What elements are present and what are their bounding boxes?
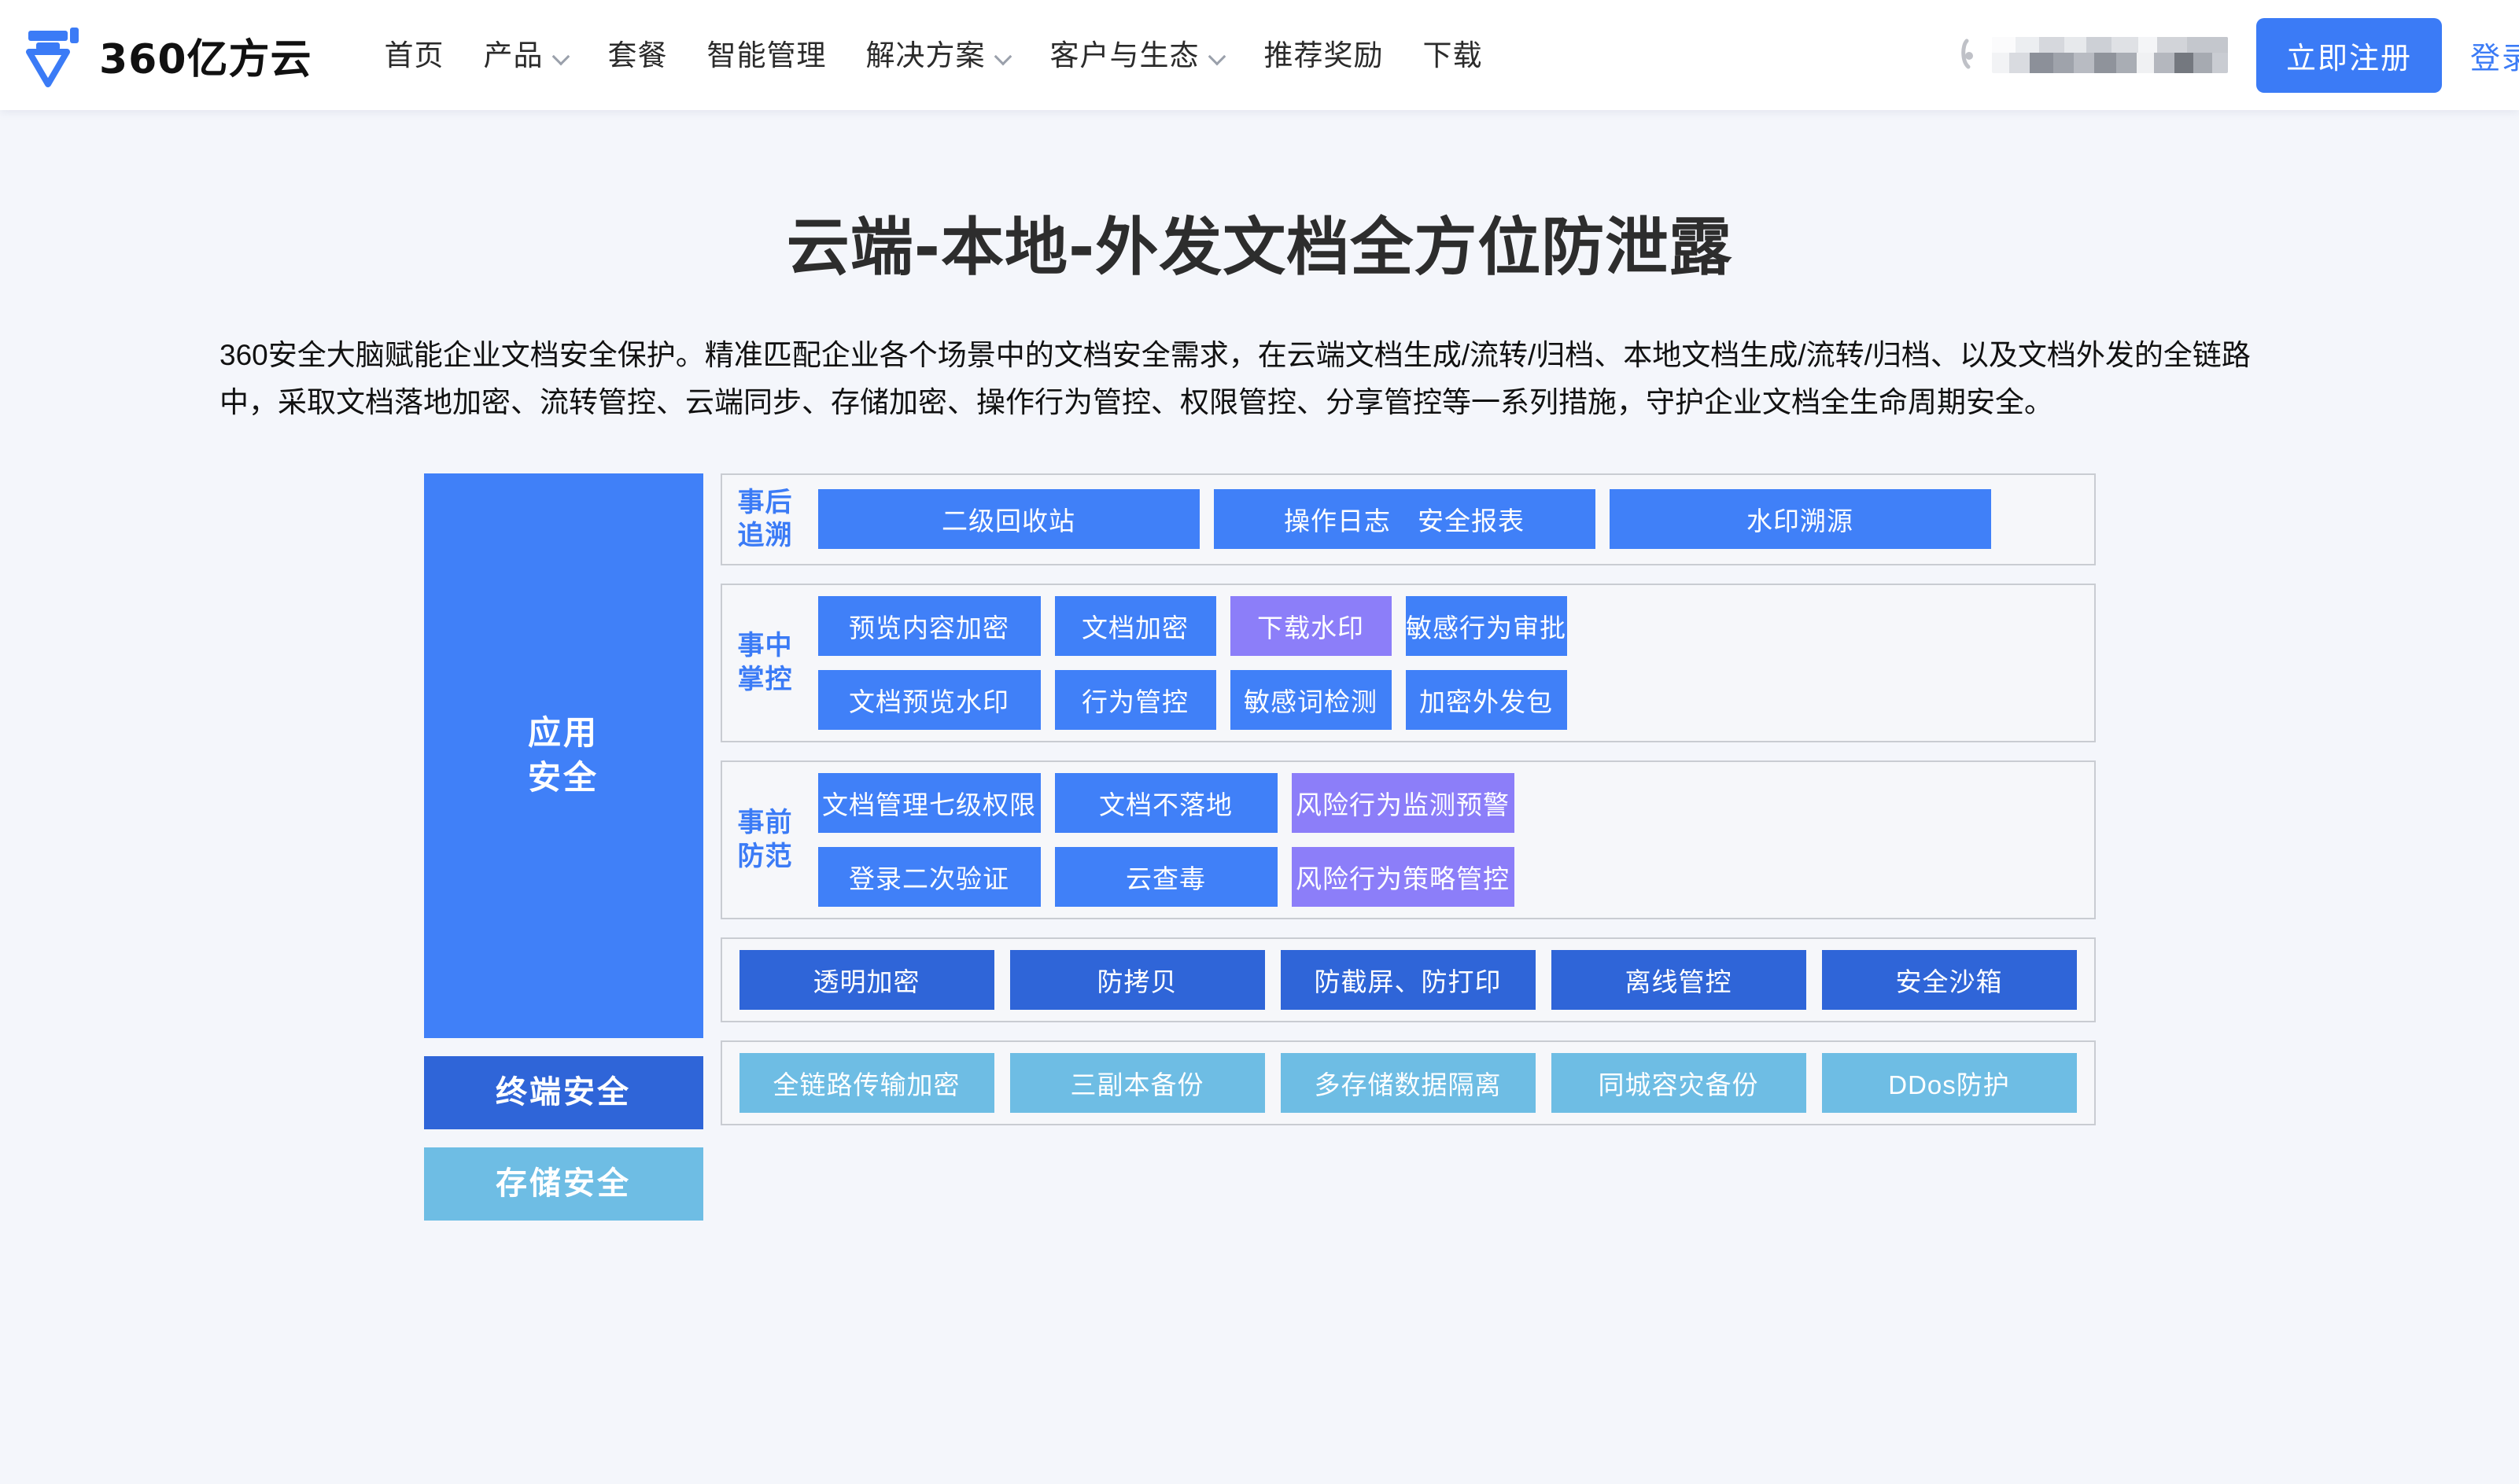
- phone-number-redacted: [1991, 37, 2228, 73]
- nav-item-label: 解决方案: [865, 39, 986, 72]
- panel-label-line2: 防范: [737, 841, 793, 871]
- panel-label-line1: 事中: [737, 631, 793, 661]
- nav-item-solutions[interactable]: 解决方案: [866, 41, 1011, 70]
- security-architecture-diagram: 应用 安全 终端安全 存储安全 事后 追溯 二级回收站 操作日志 安全报表 水印…: [423, 473, 2096, 1221]
- chevron-down-icon: [1209, 49, 1225, 64]
- tile-row: 文档管理七级权限 文档不落地 风险行为监测预警: [817, 772, 2078, 833]
- nav-item-download[interactable]: 下载: [1423, 41, 1483, 70]
- tile-seven-level-permissions[interactable]: 文档管理七级权限: [817, 772, 1041, 833]
- nav-item-smart-management[interactable]: 智能管理: [707, 41, 827, 70]
- tile-watermark-tracing[interactable]: 水印溯源: [1609, 489, 1991, 550]
- phone-icon: [1959, 38, 1992, 73]
- login-link[interactable]: 登录: [2469, 42, 2519, 75]
- nav-item-customers-ecosystem[interactable]: 客户与生态: [1050, 41, 1225, 70]
- nav-item-packages[interactable]: 套餐: [608, 41, 668, 70]
- nav-item-label: 套餐: [607, 39, 668, 72]
- main-nav: 首页 产品 套餐 智能管理 解决方案 客户与生态 推荐奖励 下载: [385, 41, 1483, 70]
- tile-sensitive-word-detection[interactable]: 敏感词检测: [1230, 669, 1392, 730]
- diagram-right-column: 事后 追溯 二级回收站 操作日志 安全报表 水印溯源 事中 掌控 预览内容加密 …: [720, 473, 2096, 1221]
- left-block-label-line1: 应用: [527, 714, 599, 752]
- tile-ddos-protection[interactable]: DDos防护: [1821, 1052, 2077, 1113]
- tile-row: 预览内容加密 文档加密 下载水印 敏感行为审批: [817, 595, 2078, 656]
- left-block-terminal-security: 终端安全: [423, 1055, 703, 1129]
- register-button[interactable]: 立即注册: [2255, 17, 2442, 93]
- panel-in-process-control: 事中 掌控 预览内容加密 文档加密 下载水印 敏感行为审批 文档预览水印 行为管…: [720, 583, 2096, 742]
- tile-sensitive-action-approval[interactable]: 敏感行为审批: [1405, 595, 1567, 656]
- panel-terminal-security: 透明加密 防拷贝 防截屏、防打印 离线管控 安全沙箱: [720, 937, 2096, 1022]
- nav-item-label: 推荐奖励: [1263, 39, 1384, 72]
- chevron-down-icon: [553, 49, 569, 64]
- panel-pre-incident-prevention: 事前 防范 文档管理七级权限 文档不落地 风险行为监测预警 登录二次验证 云查毒…: [720, 760, 2096, 919]
- tile-row: 全链路传输加密 三副本备份 多存储数据隔离 同城容灾备份 DDos防护: [739, 1052, 2077, 1113]
- tile-cloud-antivirus[interactable]: 云查毒: [1054, 846, 1278, 907]
- panel-storage-security: 全链路传输加密 三副本备份 多存储数据隔离 同城容灾备份 DDos防护: [720, 1040, 2096, 1125]
- panel-label-line1: 事后: [737, 487, 793, 517]
- tile-row: 透明加密 防拷贝 防截屏、防打印 离线管控 安全沙箱: [739, 949, 2077, 1010]
- nav-item-label: 下载: [1422, 39, 1483, 72]
- panel-body: 预览内容加密 文档加密 下载水印 敏感行为审批 文档预览水印 行为管控 敏感词检…: [817, 595, 2078, 730]
- tile-row: 二级回收站 操作日志 安全报表 水印溯源: [817, 489, 2078, 550]
- panel-body: 二级回收站 操作日志 安全报表 水印溯源: [817, 489, 2078, 550]
- left-block-label-line2: 安全: [527, 758, 599, 796]
- header-actions: 立即注册 登录: [1959, 0, 2519, 110]
- tile-security-sandbox[interactable]: 安全沙箱: [1821, 949, 2077, 1010]
- tile-full-link-transmission-encryption[interactable]: 全链路传输加密: [739, 1052, 994, 1113]
- site-header: 360亿方云 首页 产品 套餐 智能管理 解决方案 客户与生态 推荐奖励 下载: [0, 0, 2519, 110]
- tile-preview-content-encryption[interactable]: 预览内容加密: [817, 595, 1041, 656]
- panel-label: 事前 防范: [738, 806, 807, 873]
- page-title: 云端-本地-外发文档全方位防泄露: [786, 211, 1733, 284]
- tile-same-city-disaster-recovery-backup[interactable]: 同城容灾备份: [1551, 1052, 1806, 1113]
- panel-label-line1: 事前: [737, 808, 793, 838]
- panel-label: 事后 追溯: [738, 486, 807, 553]
- tile-secondary-recycle-bin[interactable]: 二级回收站: [817, 489, 1200, 550]
- panel-label: 事中 掌控: [738, 629, 807, 696]
- left-block-storage-security: 存储安全: [423, 1147, 703, 1221]
- brand[interactable]: 360亿方云: [24, 23, 312, 87]
- tile-document-encryption[interactable]: 文档加密: [1054, 595, 1216, 656]
- panel-body: 文档管理七级权限 文档不落地 风险行为监测预警 登录二次验证 云查毒 风险行为策…: [817, 772, 2078, 907]
- left-block-application-security: 应用 安全: [423, 473, 703, 1038]
- tile-multi-storage-data-isolation[interactable]: 多存储数据隔离: [1280, 1052, 1536, 1113]
- tile-row: 登录二次验证 云查毒 风险行为策略管控: [817, 846, 2078, 907]
- tile-behavior-control[interactable]: 行为管控: [1054, 669, 1216, 730]
- nav-item-products[interactable]: 产品: [484, 41, 569, 70]
- nav-item-home[interactable]: 首页: [385, 41, 444, 70]
- chevron-down-icon: [995, 49, 1011, 64]
- tile-risk-behavior-monitoring-alert[interactable]: 风险行为监测预警: [1291, 772, 1514, 833]
- diagram-left-column: 应用 安全 终端安全 存储安全: [423, 473, 703, 1221]
- tile-anti-copy[interactable]: 防拷贝: [1009, 949, 1265, 1010]
- contact-phone: [1959, 37, 2228, 73]
- panel-label-line2: 掌控: [737, 664, 793, 694]
- tile-download-watermark[interactable]: 下载水印: [1230, 595, 1392, 656]
- tile-row: 文档预览水印 行为管控 敏感词检测 加密外发包: [817, 669, 2078, 730]
- panel-label-line2: 追溯: [737, 521, 793, 551]
- brand-name: 360亿方云: [99, 35, 312, 83]
- nav-item-referral-rewards[interactable]: 推荐奖励: [1264, 41, 1384, 70]
- tile-anti-screenshot-anti-print[interactable]: 防截屏、防打印: [1280, 949, 1536, 1010]
- tile-document-preview-watermark[interactable]: 文档预览水印: [817, 669, 1041, 730]
- tile-triple-replica-backup[interactable]: 三副本备份: [1009, 1052, 1265, 1113]
- tile-operation-log-security-report[interactable]: 操作日志 安全报表: [1213, 489, 1595, 550]
- 360-yifangyun-logo-icon: [24, 23, 85, 87]
- tile-login-two-factor-verification[interactable]: 登录二次验证: [817, 846, 1041, 907]
- page-description: 360安全大脑赋能企业文档安全保护。精准匹配企业各个场景中的文档安全需求，在云端…: [219, 339, 2251, 418]
- nav-item-label: 首页: [384, 39, 444, 72]
- panel-post-incident-traceability: 事后 追溯 二级回收站 操作日志 安全报表 水印溯源: [720, 473, 2096, 565]
- tile-no-local-document-storage[interactable]: 文档不落地: [1054, 772, 1278, 833]
- tile-risk-behavior-policy-control[interactable]: 风险行为策略管控: [1291, 846, 1514, 907]
- nav-item-label: 产品: [483, 39, 544, 72]
- tile-offline-control[interactable]: 离线管控: [1551, 949, 1806, 1010]
- tile-encrypted-outbound-package[interactable]: 加密外发包: [1405, 669, 1567, 730]
- nav-item-label: 客户与生态: [1049, 39, 1200, 72]
- tile-transparent-encryption[interactable]: 透明加密: [739, 949, 994, 1010]
- nav-item-label: 智能管理: [706, 39, 827, 72]
